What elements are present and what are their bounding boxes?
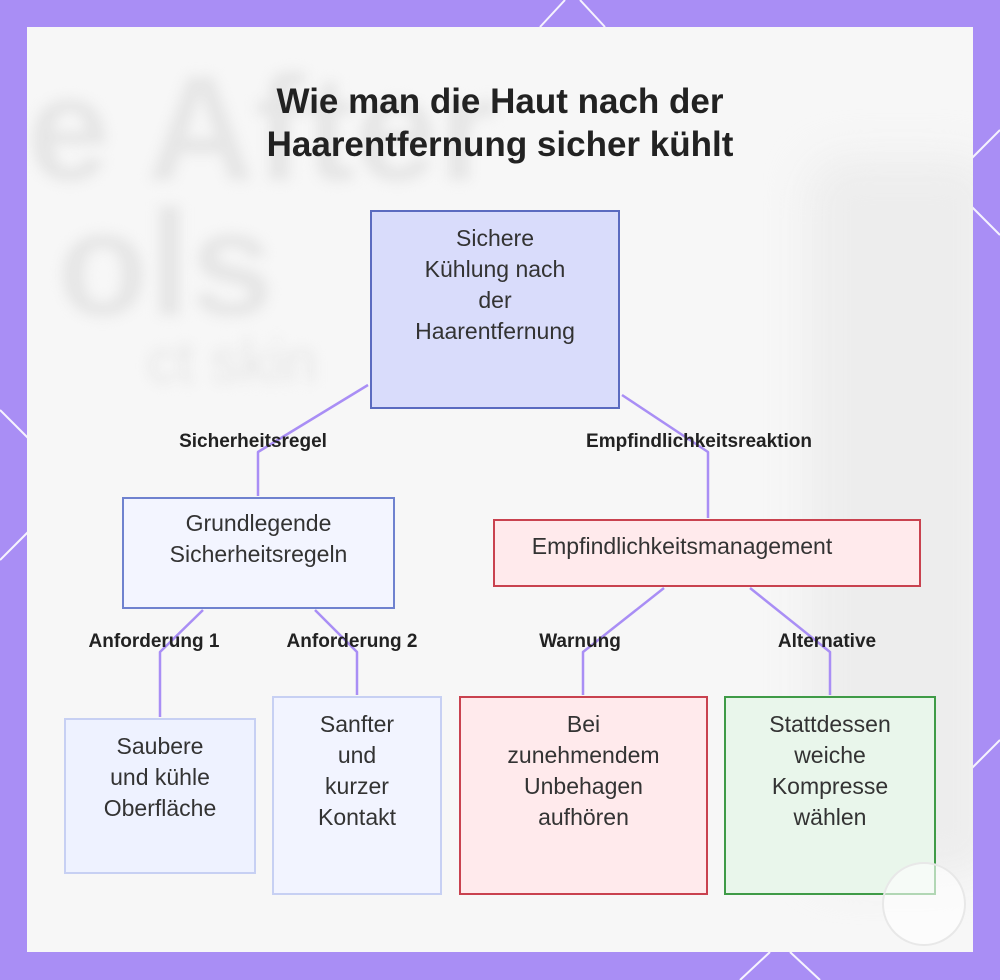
node-soft-compress: Stattdessen weiche Kompresse wählen bbox=[724, 696, 936, 895]
edge-label-anforderung-1: Anforderung 1 bbox=[88, 631, 220, 652]
edge-label-alternative: Alternative bbox=[777, 631, 877, 652]
watermark-logo-icon bbox=[882, 862, 966, 946]
node-root: Sichere Kühlung nach der Haarentfernung bbox=[370, 210, 620, 409]
diagram-title: Wie man die Haut nach der Haarentfernung… bbox=[266, 82, 734, 164]
edge-label-anforderung-2: Anforderung 2 bbox=[286, 631, 418, 652]
edge-rules-req1 bbox=[158, 609, 204, 717]
edge-label-sicherheitsregel: Sicherheitsregel bbox=[179, 431, 327, 452]
edge-label-empfindlichkeitsreaktion: Empfindlichkeitsreaktion bbox=[586, 431, 812, 452]
node-gentle-short-contact: Sanfter und kurzer Kontakt bbox=[272, 696, 442, 895]
edge-label-warnung: Warnung bbox=[539, 631, 621, 652]
edge-rules-req2 bbox=[314, 609, 359, 695]
edge-management-warn bbox=[581, 587, 665, 695]
edge-root-rules bbox=[256, 383, 369, 496]
edge-root-management bbox=[621, 393, 710, 518]
node-sensitivity-management: Empfindlichkeitsmanagement bbox=[493, 519, 921, 587]
node-basic-safety-rules: Grundlegende Sicherheitsregeln bbox=[122, 497, 395, 609]
node-stop-on-discomfort: Bei zunehmendem Unbehagen aufhören bbox=[459, 696, 708, 895]
node-clean-cool-surface: Saubere und kühle Oberfläche bbox=[64, 718, 256, 874]
edge-management-alt bbox=[749, 587, 832, 695]
